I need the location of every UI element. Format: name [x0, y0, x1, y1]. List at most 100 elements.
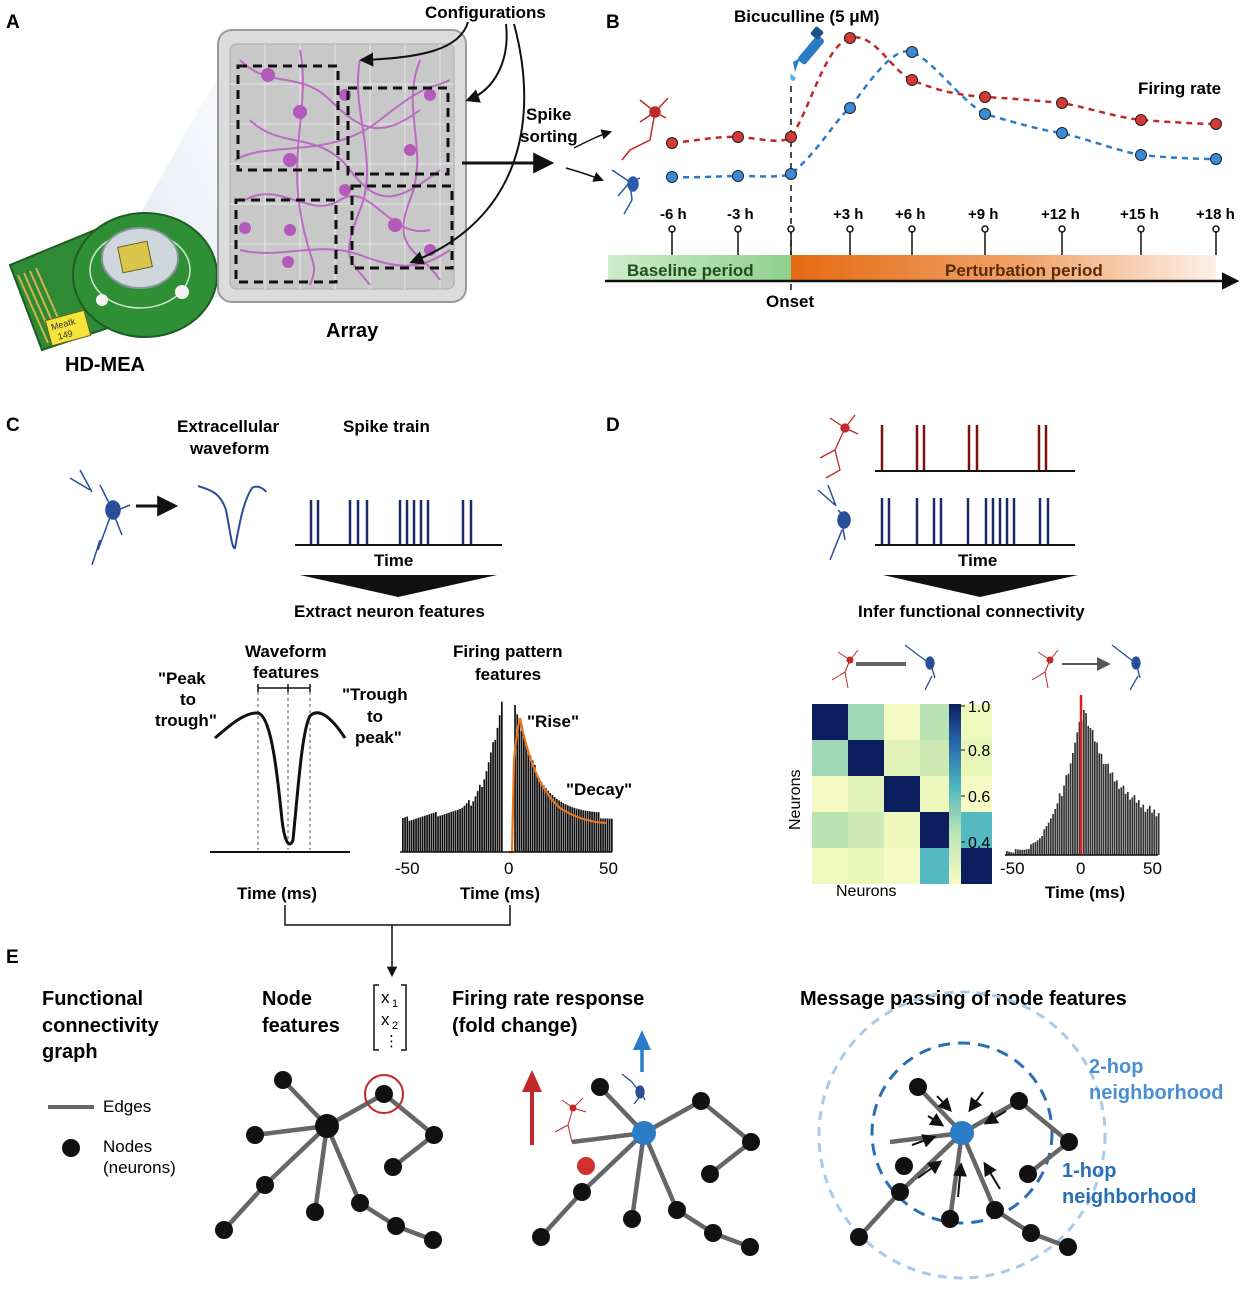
ccg-bar [1010, 852, 1013, 855]
ccg-bar [1074, 742, 1076, 855]
ccg-bar [1109, 773, 1112, 855]
acg-bar [413, 819, 415, 852]
ccg-bar [1041, 836, 1043, 855]
ccg-bar [1050, 818, 1052, 855]
acg-bar [417, 817, 420, 852]
acg-bar [481, 787, 483, 852]
highlight-node-ring [364, 1074, 404, 1114]
ccg-bar [1012, 852, 1015, 855]
acg-bar [558, 800, 560, 852]
ccg-bar [1085, 713, 1087, 855]
ccg-bar [1118, 788, 1120, 855]
acg-bar [589, 811, 591, 852]
svg-text:⋮: ⋮ [384, 1033, 399, 1050]
panel-label-b: B [606, 12, 620, 33]
ccg-bar [1021, 849, 1024, 855]
panel-label-d: D [606, 415, 620, 436]
svg-text:x: x [381, 988, 390, 1007]
legend-edges: Edges [103, 1097, 151, 1116]
up-arrow-red-icon [522, 1070, 542, 1145]
trough-peak-line2: to [367, 707, 383, 726]
infer-label: Infer functional connectivity [858, 602, 1085, 621]
spike-train-d-red [880, 425, 1048, 470]
ccg-bar [1076, 732, 1079, 855]
ccg-tick-0: 0 [1076, 859, 1085, 878]
firing-response-line2: (fold change) [452, 1015, 578, 1037]
acg-bar [426, 815, 428, 852]
panel-label-a: A [6, 12, 20, 33]
time-ms-left: Time (ms) [237, 884, 317, 903]
acg-bar [584, 810, 587, 852]
acg-bar [597, 812, 600, 852]
ccg-bar [1131, 797, 1134, 855]
legend-node-swatch [62, 1139, 80, 1157]
acg-bar [525, 744, 527, 852]
panel-label-c: C [6, 415, 20, 436]
ccg-bar [1006, 851, 1008, 855]
acg-bar [494, 739, 497, 852]
up-arrow-blue-icon [633, 1030, 651, 1072]
waveform-features-line1: Waveform [245, 642, 327, 661]
ccg-bar [1063, 785, 1065, 855]
heatmap-cell [812, 848, 848, 884]
ccg-bar [1100, 753, 1103, 855]
ccg-bar [1045, 826, 1048, 855]
heatmap-cell [956, 848, 992, 884]
two-hop-circle [817, 990, 1107, 1280]
acg-bar [564, 804, 567, 852]
acg-bar [448, 812, 450, 852]
acg-bar [595, 812, 598, 852]
colorbar-tick-06: 0.6 [968, 789, 990, 806]
ccg-bar [1091, 729, 1094, 855]
acg-bar [492, 742, 494, 852]
colorbar-tick-1: 1.0 [968, 699, 990, 716]
ccg-bar [1047, 822, 1050, 855]
acg-bar [439, 815, 442, 852]
acg-bar [483, 779, 486, 852]
ccg-time-label: Time (ms) [1045, 883, 1125, 902]
acg-bar [578, 809, 580, 852]
two-hop-line1: 2-hop [1089, 1056, 1143, 1078]
ccg-bar [1078, 721, 1081, 855]
ccg-bar [1157, 813, 1160, 855]
ccg-bar [1030, 844, 1032, 855]
ccg-bar [1140, 807, 1142, 855]
ccg-bar [1094, 741, 1096, 855]
heatmap-cell [884, 848, 920, 884]
acg-tick-50: 50 [599, 859, 618, 878]
acg-bar [459, 809, 461, 852]
heatmap-xlabel: Neurons [836, 883, 896, 900]
red-neuron-d-icon [819, 414, 859, 479]
ccg-bar [1089, 728, 1092, 855]
acg-bar [485, 771, 488, 852]
perturbation-label: Perturbation period [945, 261, 1103, 280]
firing-rate-blue-curve [671, 49, 1217, 179]
colorbar-tick-08: 0.8 [968, 743, 990, 760]
graph-title-line3: graph [42, 1041, 98, 1063]
peak-trough-line3: trough" [155, 711, 217, 730]
ccg-bar [1008, 851, 1010, 855]
ccg-bar [1083, 710, 1085, 855]
ccg-bar [1142, 804, 1145, 855]
blue-neuron-e-icon [621, 1073, 646, 1105]
spike-sorting-line1: Spike [526, 105, 571, 124]
heatmap-cell [812, 704, 848, 740]
acg-bar [441, 814, 444, 852]
ccg-bar [1127, 791, 1129, 855]
heatmap-cell [884, 740, 920, 776]
extract-funnel [300, 575, 497, 597]
acg-bar [518, 722, 521, 852]
acg-bar [490, 752, 492, 852]
acg-bar [573, 807, 576, 852]
acg-bar [593, 811, 596, 852]
colorbar [949, 704, 961, 884]
acg-bar [600, 818, 602, 852]
ccg-bar [1102, 764, 1105, 855]
blue-neuron-mini-2 [1111, 644, 1141, 691]
acg-bar [560, 801, 563, 852]
red-timepoint-markers [666, 32, 1222, 149]
spike-train-d-time: Time [958, 551, 997, 570]
acg-bar [567, 805, 569, 852]
graph-title-line2: connectivity [42, 1015, 160, 1037]
acg-bar [538, 778, 541, 852]
